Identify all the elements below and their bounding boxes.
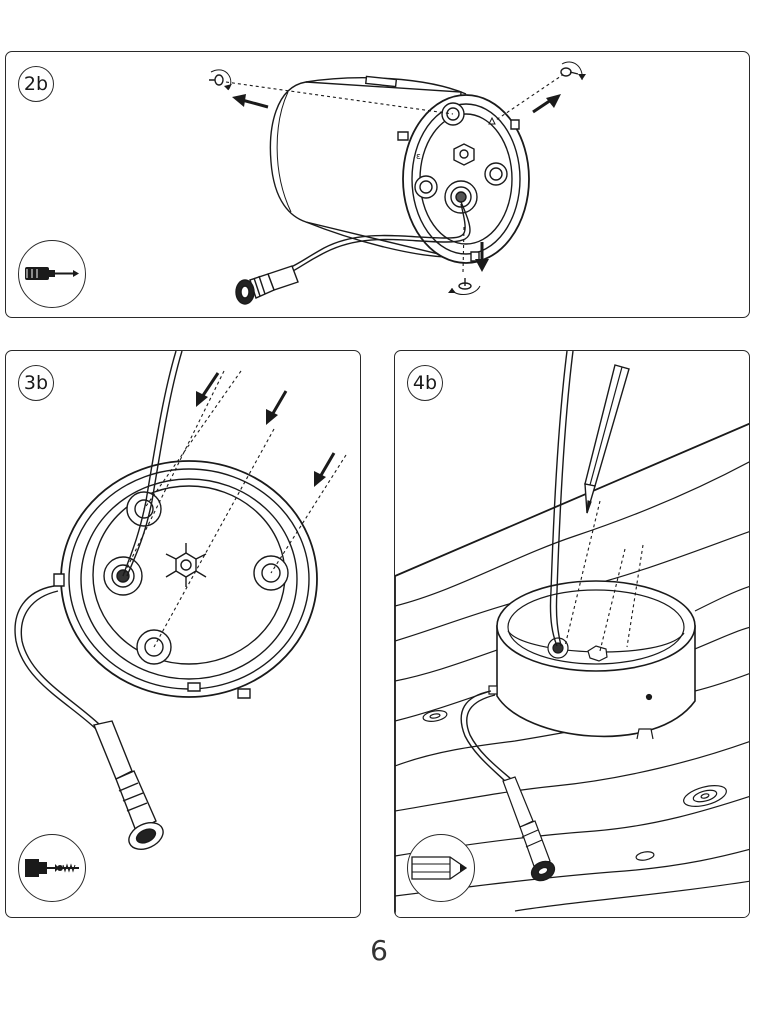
- drill-guides: [123, 371, 346, 647]
- luminaire-cylinder: ɛ: [270, 76, 529, 263]
- cable-connector: [236, 266, 298, 304]
- cable-connector: [503, 777, 558, 884]
- step-3b-panel: 3b: [5, 350, 361, 918]
- pencil: [585, 365, 629, 513]
- page-number: 6: [370, 934, 388, 967]
- drill-glyph: [25, 859, 85, 877]
- screws: [209, 62, 586, 295]
- screwdriver-icon: [18, 240, 86, 308]
- power-cable: [15, 351, 182, 729]
- pencil-glyph: [408, 835, 474, 901]
- cable-connector: [94, 721, 167, 854]
- direction-arrows: [196, 373, 334, 487]
- power-cable: [461, 351, 573, 783]
- drill-screw-icon: [18, 834, 86, 902]
- step-2b-panel: 2b ɛ: [5, 51, 750, 318]
- pencil-icon: [407, 834, 475, 902]
- step-4b-badge: 4b: [407, 365, 443, 401]
- step-2b-badge: 2b: [18, 66, 54, 102]
- step-3b-badge: 3b: [18, 365, 54, 401]
- screwdriver-glyph: [25, 267, 79, 280]
- mounting-base: [54, 461, 317, 698]
- direction-arrows: [232, 94, 561, 272]
- step-2b-illustration: ɛ: [6, 52, 586, 318]
- svg-text:ɛ: ɛ: [416, 152, 421, 162]
- step-4b-illustration: [395, 351, 749, 917]
- mounting-base: [489, 581, 695, 739]
- drill-guides: [565, 501, 643, 651]
- step-3b-illustration: [6, 351, 361, 918]
- power-cable: [289, 202, 470, 272]
- screw-paths: [226, 74, 564, 272]
- step-4b-panel: 4b: [394, 350, 750, 918]
